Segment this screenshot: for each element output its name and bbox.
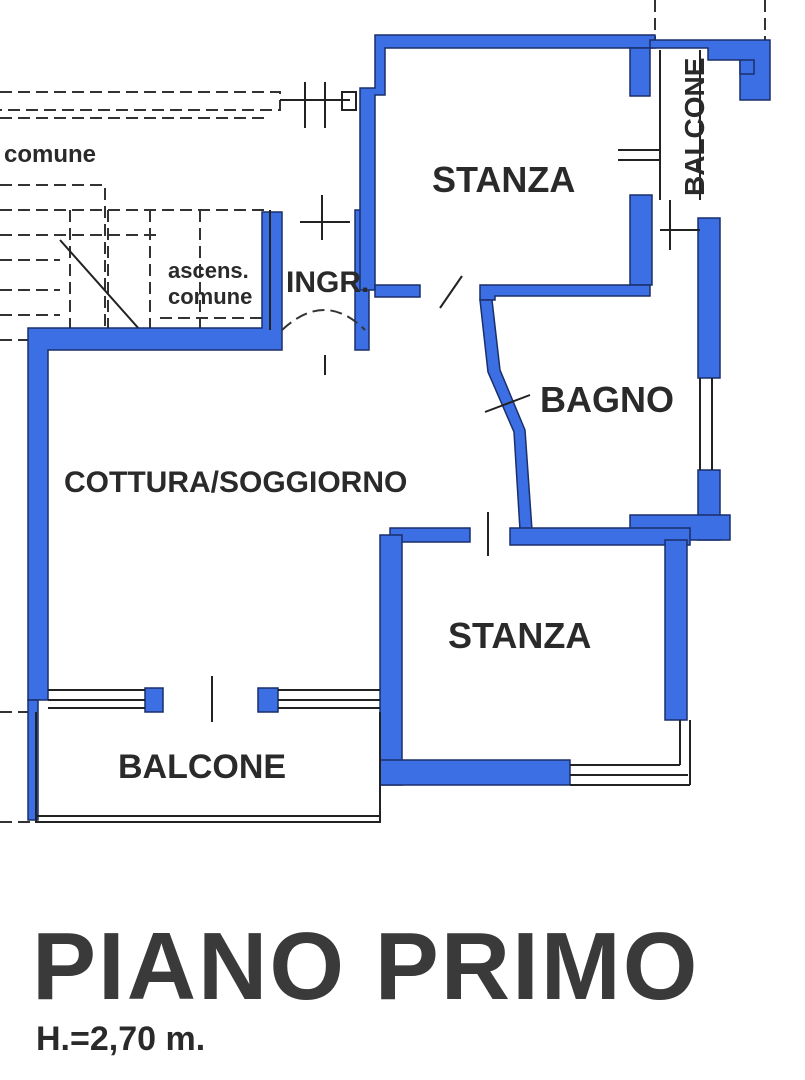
- room-balcone-bottom: BALCONE: [118, 748, 286, 786]
- room-balcone-right: BALCONE: [679, 58, 710, 196]
- windows: [35, 50, 713, 823]
- floor-title: PIANO PRIMO: [32, 913, 700, 1020]
- room-stanza-bottom: STANZA: [448, 615, 591, 656]
- room-ascensore: ascens.: [168, 258, 249, 283]
- common-area-outline: [0, 0, 766, 823]
- ceiling-height: H.=2,70 m.: [36, 1020, 206, 1058]
- room-labels: STANZA BALCONE INGR. ascens. comune comu…: [4, 58, 710, 786]
- room-ascensore-comune: comune: [168, 284, 252, 309]
- floor-plan: STANZA BALCONE INGR. ascens. comune comu…: [0, 0, 771, 823]
- room-stanza-top: STANZA: [432, 159, 575, 200]
- room-bagno: BAGNO: [540, 379, 674, 420]
- room-scala-comune: comune: [4, 141, 96, 168]
- room-ingresso: INGR.: [286, 266, 369, 299]
- walls: [27, 34, 771, 821]
- room-cottura-soggiorno: COTTURA/SOGGIORNO: [64, 466, 407, 499]
